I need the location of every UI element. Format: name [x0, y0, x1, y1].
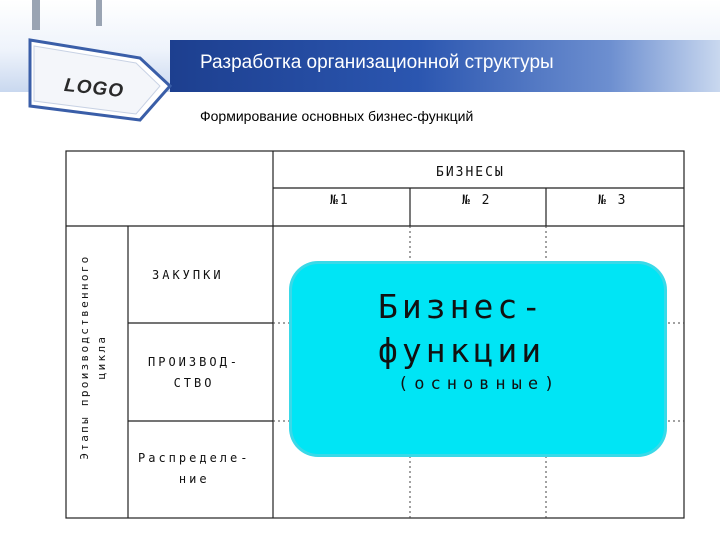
- logo-sign-icon: [28, 38, 173, 122]
- row-label-production: ПРОИЗВОД- СТВО: [148, 352, 240, 394]
- business-functions-title: Бизнес- функции: [378, 285, 545, 373]
- sign-post-left: [32, 0, 40, 30]
- business-functions-title-line1: Бизнес-: [378, 287, 546, 326]
- table-header-businesses: БИЗНЕСЫ: [436, 165, 505, 180]
- row-axis-label-line2: цикла: [95, 334, 108, 380]
- sign-post-right: [96, 0, 102, 26]
- business-functions-title-line2: функции: [378, 331, 546, 370]
- row-label-production-line2: СТВО: [173, 376, 215, 390]
- row-label-purchasing-line1: ЗАКУПКИ: [152, 268, 224, 282]
- row-label-distribution: Распределе- ние: [138, 448, 250, 490]
- business-functions-block: [292, 264, 664, 454]
- row-axis-label: Этапы производственного цикла: [76, 222, 110, 492]
- slide-subtitle: Формирование основных бизнес-функций: [200, 108, 474, 124]
- column-header-2: № 2: [462, 193, 492, 208]
- row-label-purchasing: ЗАКУПКИ: [152, 265, 224, 286]
- column-header-3: № 3: [598, 193, 628, 208]
- row-label-distribution-line2: ние: [178, 472, 210, 486]
- row-axis-label-line1: Этапы производственного: [78, 254, 91, 460]
- business-functions-subtitle: (основные): [398, 374, 561, 394]
- column-header-1: №1: [330, 193, 350, 208]
- row-label-distribution-line1: Распределе-: [138, 451, 251, 465]
- slide-title: Разработка организационной структуры: [200, 52, 554, 73]
- row-label-production-line1: ПРОИЗВОД-: [148, 355, 241, 369]
